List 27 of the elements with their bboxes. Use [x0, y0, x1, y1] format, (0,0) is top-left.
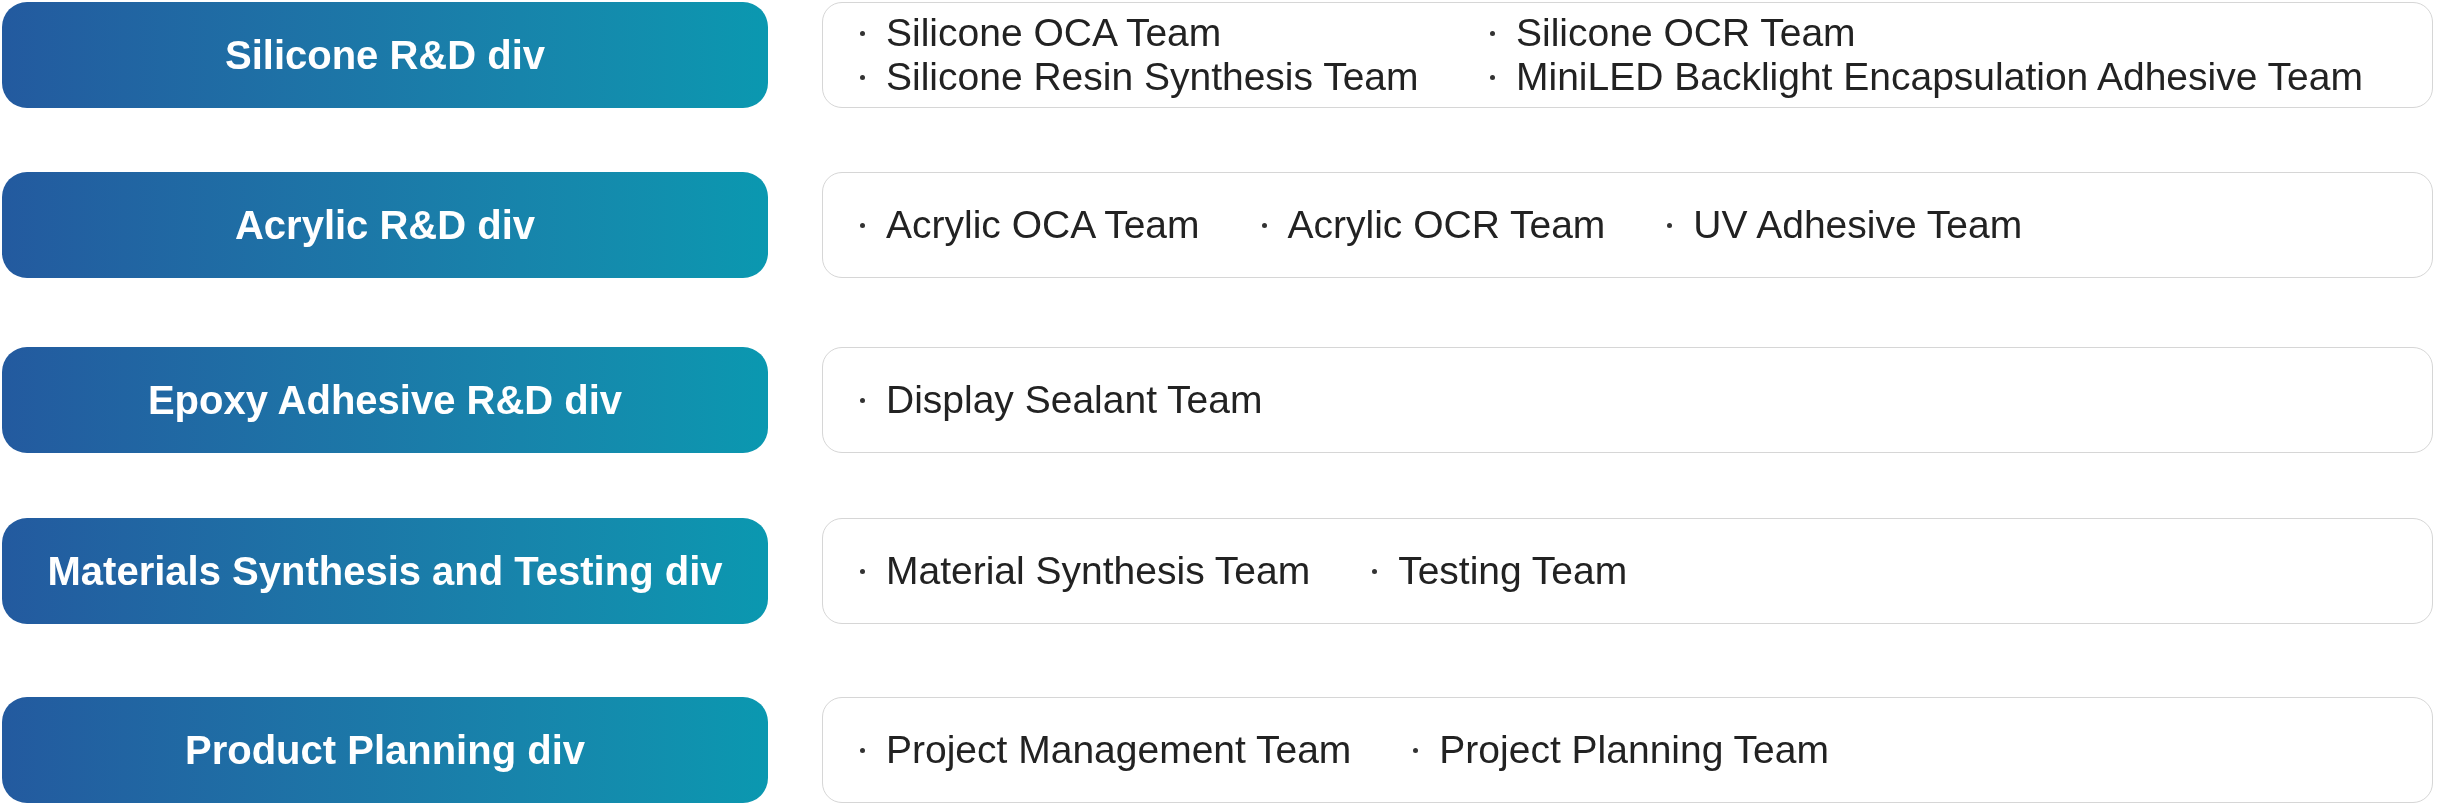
division-name: Product Planning div	[185, 727, 585, 774]
team-name: Silicone Resin Synthesis Team	[886, 55, 1419, 99]
division-box	[2, 518, 768, 624]
team-name: Material Synthesis Team	[886, 549, 1311, 593]
division-box	[2, 347, 768, 453]
team-name: Testing Team	[1398, 549, 1628, 593]
division-name: Materials Synthesis and Testing div	[47, 548, 723, 595]
division-name: Silicone R&D div	[224, 32, 546, 79]
team-name: Project Planning Team	[1439, 728, 1829, 772]
team-name: Silicone OCA Team	[886, 11, 1222, 55]
team-list-box	[822, 347, 2433, 453]
team-name: Silicone OCR Team	[1516, 11, 1856, 55]
team-list-box	[822, 518, 2433, 624]
team-name: Project Management Team	[886, 728, 1352, 772]
team-name: MiniLED Backlight Encapsulation Adhesive Team	[1516, 55, 2363, 99]
division-name: Epoxy Adhesive R&D div	[147, 377, 623, 424]
division-box	[2, 172, 768, 278]
team-list-box	[822, 2, 2433, 108]
division-box	[2, 697, 768, 803]
division-box	[2, 2, 768, 108]
team-name: Display Sealant Team	[886, 378, 1263, 422]
team-name: Acrylic OCA Team	[886, 203, 1200, 247]
team-name: UV Adhesive Team	[1693, 203, 2023, 247]
division-name: Acrylic R&D div	[234, 202, 536, 249]
team-list-box	[822, 172, 2433, 278]
team-name: Acrylic OCR Team	[1287, 203, 1606, 247]
team-list-box	[822, 697, 2433, 803]
